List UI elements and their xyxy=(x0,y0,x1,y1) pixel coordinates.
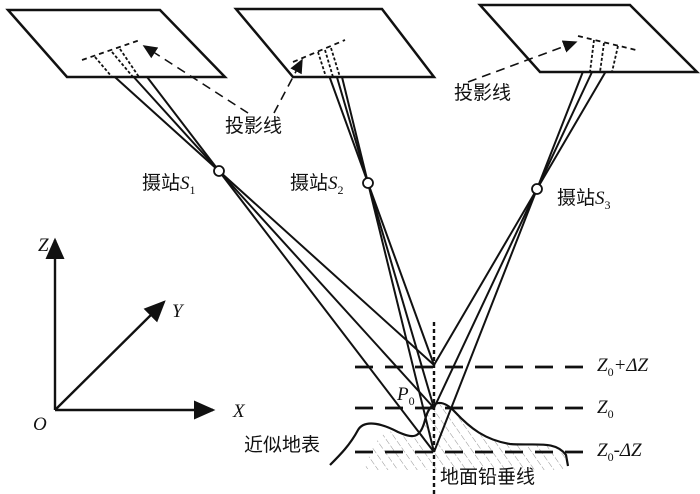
station-text: 摄站 xyxy=(290,173,329,194)
z-symbol: Z xyxy=(597,355,608,376)
projection-line-label-1: 投影线 xyxy=(225,116,283,137)
subscript: 1 xyxy=(189,182,196,197)
s-symbol: S xyxy=(595,188,605,209)
image-plane-2 xyxy=(233,7,437,79)
subscript: 0 xyxy=(607,406,614,421)
z0-minus-label: Z0-ΔZ xyxy=(597,441,642,463)
ray-s2-3 xyxy=(341,76,435,453)
s-symbol: S xyxy=(180,173,190,194)
approx-surface-hatch xyxy=(365,402,566,470)
station-s2-label: 摄站S2 xyxy=(290,174,344,196)
ray-s3-3 xyxy=(433,71,584,453)
z-levels xyxy=(355,365,592,454)
station-text: 摄站 xyxy=(557,188,596,209)
projection-line-label-2: 投影线 xyxy=(454,83,512,104)
z0-label: Z0 xyxy=(597,398,614,420)
delta-z: -ΔZ xyxy=(613,440,642,461)
station-s3-marker xyxy=(531,183,543,195)
rays xyxy=(114,71,607,453)
station-s3-label: 摄站S3 xyxy=(557,189,611,211)
ray-s2-2 xyxy=(335,76,435,409)
origin-label: O xyxy=(33,414,47,435)
axis-z-label: Z xyxy=(38,235,49,256)
subscript: 0 xyxy=(607,364,614,379)
axis-y-label: Y xyxy=(172,301,183,322)
delta-z: +ΔZ xyxy=(613,355,649,376)
subscript: 0 xyxy=(607,449,614,464)
ground-plumb-line-label: 地面铅垂线 xyxy=(440,467,536,488)
station-s2-marker xyxy=(362,177,374,189)
station-s1-marker xyxy=(213,165,225,177)
image-plane-3 xyxy=(477,3,700,74)
station-s1-label: 摄站S1 xyxy=(142,174,196,196)
image-plane-1 xyxy=(5,8,228,79)
p-symbol: P xyxy=(397,384,409,405)
p0-label: P0 xyxy=(397,385,415,407)
ray-s3-1 xyxy=(433,71,607,366)
coordinate-axes xyxy=(45,237,216,420)
projection-traces xyxy=(81,35,637,78)
ray-s1-3 xyxy=(146,76,435,453)
z-symbol: Z xyxy=(597,440,608,461)
axis-x-label: X xyxy=(233,401,245,422)
ray-s1-2 xyxy=(132,76,435,409)
station-text: 摄站 xyxy=(142,173,181,194)
subscript: 0 xyxy=(408,393,415,408)
approx-surface-label: 近似地表 xyxy=(244,435,321,456)
s-symbol: S xyxy=(328,173,338,194)
axis-y-arrow xyxy=(54,300,166,411)
projection-arrows xyxy=(142,40,578,114)
ray-s2-1 xyxy=(328,76,435,366)
ray-s3-2 xyxy=(433,71,593,409)
subscript: 2 xyxy=(337,182,344,197)
z-symbol: Z xyxy=(597,397,608,418)
subscript: 3 xyxy=(604,197,611,212)
ray-s1-1 xyxy=(114,76,435,366)
z0-plus-label: Z0+ΔZ xyxy=(597,356,648,378)
